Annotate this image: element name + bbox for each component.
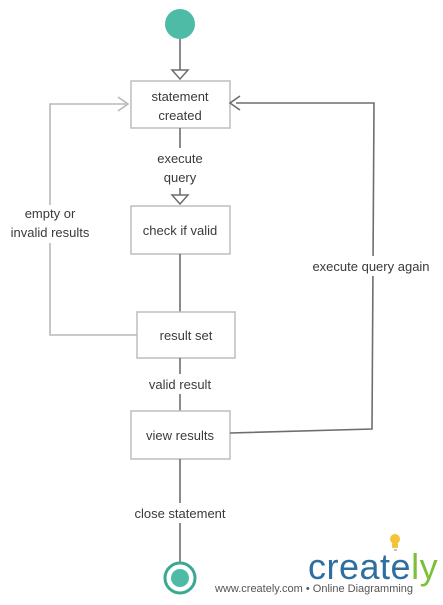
node-result-set-label: result set [160, 328, 213, 343]
edge-label-bg-execute-query-again [306, 256, 436, 276]
creately-url: www.creately.com • Online Diagramming [215, 583, 414, 595]
creately-logo: creately [308, 547, 438, 587]
edge-label-bg-close-statement [128, 503, 232, 523]
edge-label-bg-valid-result [140, 374, 220, 394]
edge-label-empty-line1: empty or [25, 206, 76, 221]
creately-logo-part1: creat [308, 546, 391, 587]
node-check-if-valid[interactable]: check if valid [130, 205, 231, 255]
final-state[interactable] [163, 561, 197, 595]
lightbulb-icon [390, 534, 400, 551]
edge-label-bg-execute-query [145, 148, 215, 188]
edge-label-execute-query-again: execute query again [312, 259, 429, 274]
node-statement-created-line2: created [158, 108, 201, 123]
edge-label-execute-line1: execute [157, 151, 203, 166]
edge-label-bg-empty-or-invalid [4, 205, 96, 243]
node-statement-created[interactable]: statement created [130, 80, 231, 129]
edge-label-close-statement: close statement [134, 506, 225, 521]
arrowhead-execute-query [170, 194, 190, 206]
arrowhead-execute-query-again [228, 95, 241, 111]
initial-state[interactable] [165, 9, 195, 39]
edge-label-empty-line2: invalid results [11, 225, 90, 240]
creately-logo-part2: ly [411, 546, 439, 587]
node-check-if-valid-label: check if valid [143, 223, 217, 238]
creately-logo-e: e [390, 546, 412, 587]
edge-label-execute-line2: query [164, 170, 197, 185]
arrowhead-start-to-statement [170, 69, 190, 81]
node-view-results-label: view results [146, 428, 214, 443]
node-view-results[interactable]: view results [130, 410, 231, 460]
edge-label-valid-result: valid result [149, 377, 212, 392]
node-statement-created-line1: statement [151, 89, 208, 104]
node-result-set[interactable]: result set [136, 311, 236, 359]
arrowhead-empty-or-invalid [117, 96, 130, 112]
